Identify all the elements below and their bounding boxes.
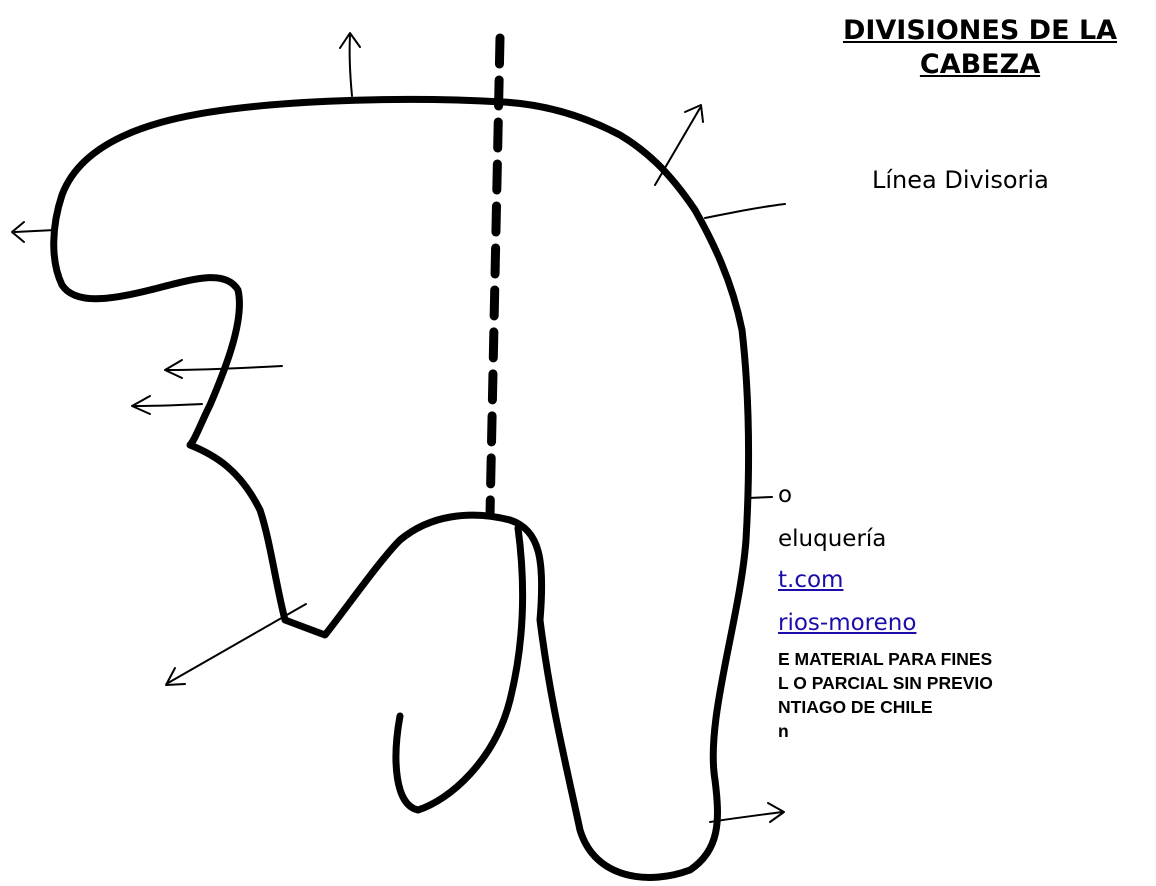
- head-outline: [54, 99, 749, 877]
- arrow-bottom-left-icon: [166, 604, 306, 685]
- arrow-left-lower-icon: [132, 396, 202, 414]
- arrow-top-icon: [340, 33, 360, 96]
- dividing-dashed-line: [490, 38, 500, 515]
- arrow-left-top-icon: [12, 222, 55, 242]
- arrow-upper-right-icon: [655, 105, 703, 185]
- arrow-right-middle-icon: [748, 497, 772, 498]
- arrow-right-top-icon: [705, 204, 785, 218]
- ear-hook: [396, 528, 523, 810]
- arrow-bottom-right-icon: [710, 803, 784, 822]
